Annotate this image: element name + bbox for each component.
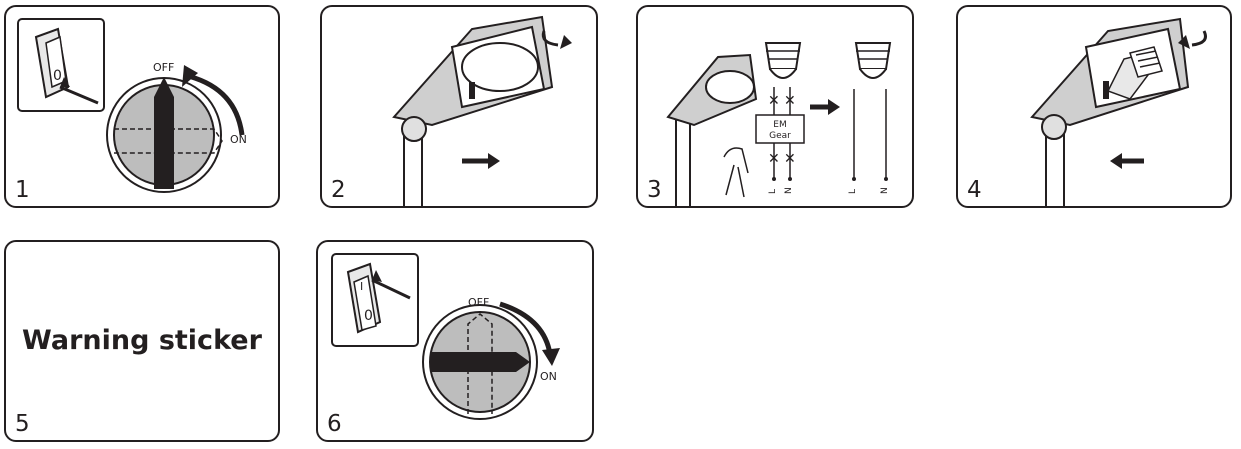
rewiring-illustration: ✕✕ EM Gear ✕✕ L N L N — [666, 42, 892, 206]
svg-text:✕: ✕ — [784, 151, 796, 167]
warning-sticker-text: Warning sticker — [22, 325, 262, 356]
step-3-panel: ✕✕ EM Gear ✕✕ L N L N 3 — [636, 5, 914, 208]
em-gear-label-2: Gear — [769, 131, 791, 141]
step-number: 1 — [15, 177, 30, 203]
step-number: 3 — [647, 177, 662, 203]
svg-text:✕: ✕ — [768, 151, 780, 167]
step-number: 6 — [327, 411, 342, 437]
step-number: 2 — [331, 177, 346, 203]
wire-l-label: L — [768, 189, 778, 194]
svg-text:✕: ✕ — [768, 93, 780, 109]
switch-on-illustration: I 0 OFF ON — [331, 253, 560, 420]
svg-text:0: 0 — [53, 68, 62, 84]
svg-text:I: I — [360, 280, 363, 293]
open-luminaire-illustration — [392, 15, 572, 206]
step-number: 4 — [967, 177, 982, 203]
on-label: ON — [540, 370, 557, 383]
wire-n-label: N — [784, 187, 794, 194]
svg-text:0: 0 — [364, 308, 373, 324]
svg-text:✕: ✕ — [784, 93, 796, 109]
wire-n2-label: N — [880, 187, 890, 194]
off-label: OFF — [153, 61, 174, 74]
off-label: OFF — [468, 296, 489, 309]
wire-l2-label: L — [848, 189, 858, 194]
step-4-panel: 4 — [956, 5, 1232, 208]
step-2-panel: 2 — [320, 5, 598, 208]
em-gear-label: EM — [773, 120, 786, 130]
step-1-panel: 0 OFF ON 1 — [4, 5, 280, 208]
switch-off-illustration: 0 OFF ON — [17, 18, 247, 193]
step-6-panel: I 0 OFF ON 6 — [316, 240, 594, 442]
step-number: 5 — [15, 411, 30, 437]
step-5-panel: Warning sticker 5 — [4, 240, 280, 442]
close-luminaire-illustration — [1030, 17, 1207, 206]
on-label: ON — [230, 133, 247, 146]
